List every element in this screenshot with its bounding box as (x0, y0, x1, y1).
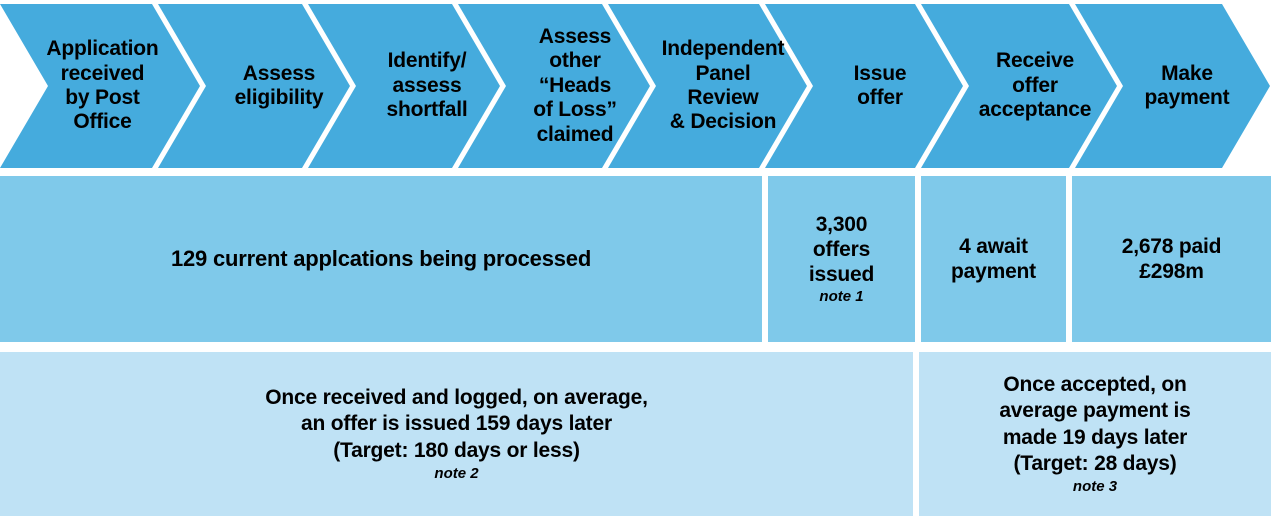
stat-offers-issued-note: note 1 (819, 288, 864, 306)
stat-cell-paid[interactable]: 2,678 paid £298m (1072, 176, 1271, 342)
statistics-row: 129 current applcations being processed … (0, 176, 1271, 342)
timing-payment-text: Once accepted, on average payment is mad… (999, 373, 1191, 475)
chevron-step-6[interactable]: Issue offer (805, 4, 955, 168)
chevron-step-8-label: Make payment (1144, 61, 1230, 109)
chevron-step-8[interactable]: Make payment (1117, 4, 1257, 168)
chevron-shape-6 (765, 4, 963, 168)
chevron-step-7-label: Receive offer acceptance (978, 49, 1092, 122)
timing-offer-text: Once received and logged, on average, an… (265, 386, 648, 462)
stat-in-progress-text: 129 current applcations being processed (170, 245, 592, 271)
timing-cell-payment[interactable]: Once accepted, on average payment is mad… (919, 352, 1271, 516)
chevron-step-1-label: Application received by Post Office (46, 37, 159, 134)
chevron-shape-2 (158, 4, 350, 168)
chevron-step-3[interactable]: Identify/ assess shortfall (353, 4, 501, 168)
chevron-step-6-label: Issue offer (853, 61, 907, 109)
chevron-step-5-label: Independent Panel Review & Decision (661, 37, 785, 134)
chevron-shape-8 (1075, 4, 1270, 168)
stat-awaiting-payment-text: 4 await payment (951, 234, 1036, 283)
chevron-label-layer: Application received by Post Office Asse… (0, 4, 1271, 168)
chevron-step-7[interactable]: Receive offer acceptance (955, 4, 1115, 168)
chevron-shape-5 (608, 4, 807, 168)
timing-offer-note: note 2 (434, 464, 479, 482)
chevron-step-2-label: Assess eligibility (234, 61, 324, 109)
stat-cell-awaiting-payment[interactable]: 4 await payment (921, 176, 1066, 342)
chevron-step-4[interactable]: Assess other “Heads of Loss” claimed (501, 4, 649, 168)
chevron-step-4-label: Assess other “Heads of Loss” claimed (533, 25, 617, 146)
stat-cell-offers-issued[interactable]: 3,300 offers issued note 1 (768, 176, 915, 342)
chevron-shape-1 (0, 4, 200, 168)
timing-payment-note: note 3 (1072, 478, 1118, 495)
timing-cell-offer[interactable]: Once received and logged, on average, an… (0, 352, 913, 516)
stat-cell-in-progress[interactable]: 129 current applcations being processed (0, 176, 762, 342)
chevron-step-3-label: Identify/ assess shortfall (386, 49, 468, 122)
chevron-shape-7 (921, 4, 1117, 168)
chevron-shape-4 (458, 4, 650, 168)
stat-paid-text: 2,678 paid £298m (1121, 234, 1222, 283)
chevron-step-2[interactable]: Assess eligibility (205, 4, 353, 168)
chevron-step-1[interactable]: Application received by Post Office (0, 4, 205, 168)
chevron-shape-3 (308, 4, 500, 168)
chevron-step-5[interactable]: Independent Panel Review & Decision (643, 4, 803, 168)
process-chevron-band: Application received by Post Office Asse… (0, 4, 1271, 168)
timing-row: Once received and logged, on average, an… (0, 352, 1271, 516)
stat-offers-issued-text: 3,300 offers issued (808, 212, 875, 287)
chevron-shapes (0, 4, 1270, 168)
